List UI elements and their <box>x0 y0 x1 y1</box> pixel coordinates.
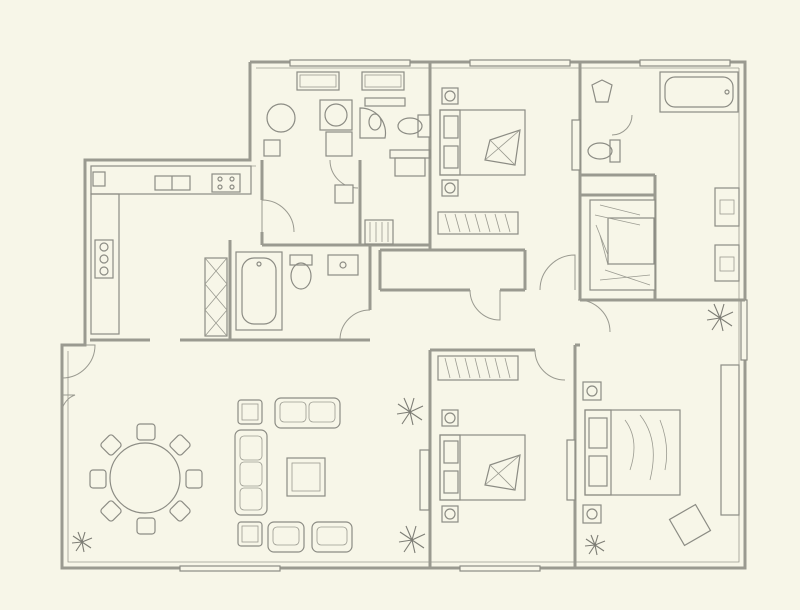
doors <box>61 114 633 411</box>
plants <box>71 303 734 556</box>
bedroom-2 <box>419 409 526 523</box>
living-room <box>234 397 353 553</box>
plant-living-top <box>396 397 424 426</box>
master-bathroom <box>587 71 740 291</box>
laundry <box>263 71 431 204</box>
plant-bedroom-corner <box>584 534 606 556</box>
kitchen <box>90 165 252 335</box>
guest-bathroom <box>235 251 359 331</box>
plant-master-bedroom <box>706 303 734 332</box>
plant-dining <box>71 531 93 553</box>
plant-living-bottom <box>398 525 426 554</box>
bedroom-1 <box>439 87 581 197</box>
master-bedroom <box>566 364 740 547</box>
dining-area <box>89 423 203 535</box>
closets <box>204 211 519 381</box>
